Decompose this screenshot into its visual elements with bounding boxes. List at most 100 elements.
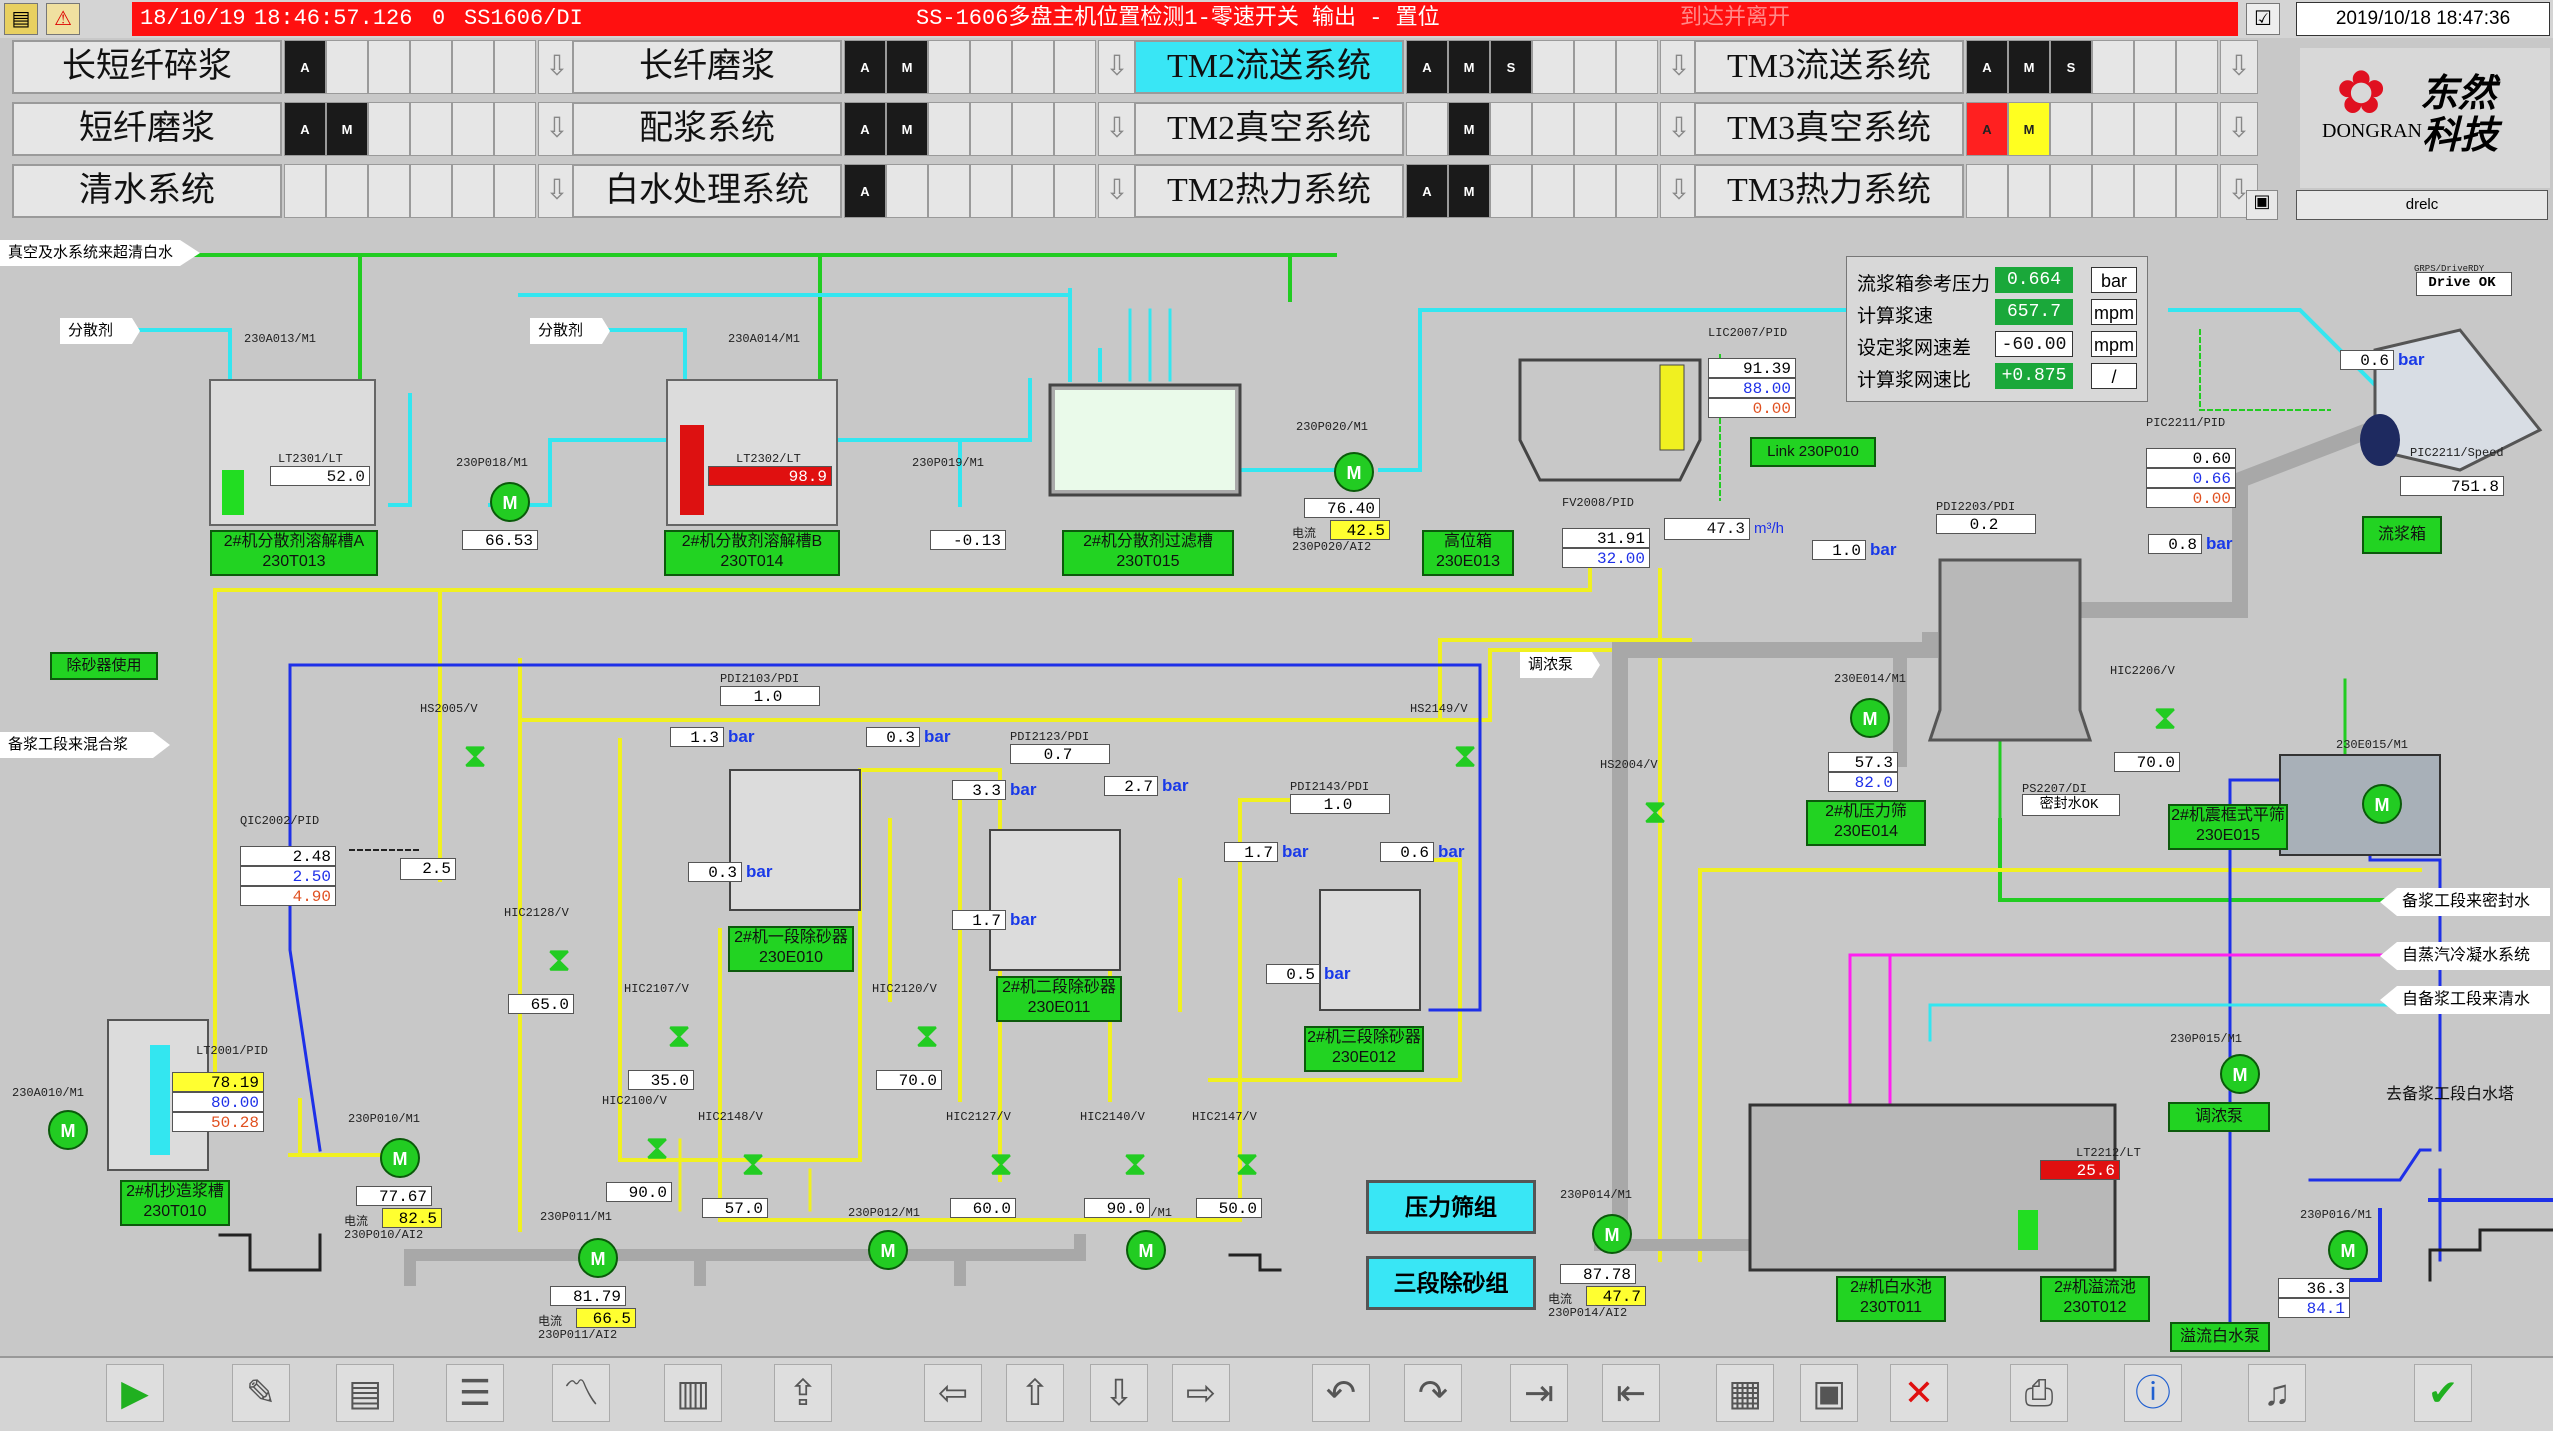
expand-arrow-icon[interactable]: ⇩ — [1098, 40, 1136, 94]
system-button[interactable]: TM2流送系统 — [1134, 40, 1404, 94]
valve-icon[interactable]: ⧗ — [1123, 1145, 1147, 1183]
expand-arrow-icon[interactable]: ⇩ — [1660, 40, 1698, 94]
motor-icon[interactable]: M — [578, 1238, 618, 1278]
source-label: 真空及水系统来超清白水 — [0, 240, 200, 266]
valve-icon[interactable]: ⧗ — [667, 1017, 691, 1055]
folder-icon[interactable]: ▤ — [4, 3, 38, 35]
notepad-icon[interactable]: ▤ — [336, 1364, 394, 1422]
expand-arrow-icon[interactable]: ⇩ — [1098, 102, 1136, 156]
valve-icon[interactable]: ⧗ — [463, 737, 487, 775]
system-button[interactable]: 长纤磨浆 — [572, 40, 842, 94]
motor-icon[interactable]: M — [1126, 1230, 1166, 1270]
undo-icon[interactable]: ↶ — [1312, 1364, 1370, 1422]
valve-icon[interactable]: ⧗ — [989, 1145, 1013, 1183]
equipment-shapes — [107, 328, 2543, 1272]
system-button[interactable]: 白水处理系统 — [572, 164, 842, 218]
save-icon[interactable]: ▣ — [1800, 1364, 1858, 1422]
play-icon[interactable]: ▶ — [106, 1364, 164, 1422]
equipment-label-p015[interactable]: 调浓泵 — [2168, 1102, 2270, 1132]
equipment-code: 230T015 — [1116, 553, 1180, 570]
thermometer-icon[interactable]: ▥ — [664, 1364, 722, 1422]
acknowledge-icon[interactable]: ✔ — [2414, 1364, 2472, 1422]
equipment-label-headbox[interactable]: 流浆箱 — [2362, 516, 2442, 554]
expand-arrow-icon[interactable]: ⇩ — [2220, 102, 2258, 156]
valve-icon[interactable]: ⧗ — [645, 1129, 669, 1167]
expand-arrow-icon[interactable]: ⇩ — [538, 164, 576, 218]
expand-arrow-icon[interactable]: ⇩ — [538, 40, 576, 94]
valve-icon[interactable]: ⧗ — [1453, 737, 1477, 775]
desander-use-indicator[interactable]: 除砂器使用 — [50, 652, 158, 680]
printer-icon[interactable]: ⎙ — [2010, 1364, 2068, 1422]
system-button[interactable]: TM2真空系统 — [1134, 102, 1404, 156]
system-button[interactable]: TM3流送系统 — [1694, 40, 1964, 94]
motor-icon[interactable]: M — [1334, 452, 1374, 492]
system-button[interactable]: 配浆系统 — [572, 102, 842, 156]
export-icon[interactable]: ⇪ — [774, 1364, 832, 1422]
motor-icon[interactable]: M — [1592, 1214, 1632, 1254]
back-icon[interactable]: ⇦ — [924, 1364, 982, 1422]
valve-icon[interactable]: ⧗ — [2153, 699, 2177, 737]
motor-icon[interactable]: M — [868, 1230, 908, 1270]
checklist-icon[interactable]: ☑ — [2246, 3, 2280, 35]
system-button[interactable]: TM3热力系统 — [1694, 164, 1964, 218]
warning-icon[interactable]: ⚠ — [46, 3, 80, 35]
logo-brand-en: DONGRAN — [2322, 120, 2422, 142]
system-button[interactable]: 清水系统 — [12, 164, 282, 218]
motor-icon[interactable]: M — [490, 482, 530, 522]
forward-icon[interactable]: ⇨ — [1172, 1364, 1230, 1422]
motor-icon[interactable]: M — [2328, 1230, 2368, 1270]
motor-icon[interactable]: M — [48, 1110, 88, 1150]
sound-icon[interactable]: ♫ — [2248, 1364, 2306, 1422]
expand-arrow-icon[interactable]: ⇩ — [538, 102, 576, 156]
valve-icon[interactable]: ⧗ — [1643, 793, 1667, 831]
expand-arrow-icon[interactable]: ⇩ — [1660, 102, 1698, 156]
desander-group-button[interactable]: 三段除砂组 — [1366, 1256, 1536, 1310]
equipment-label-p016[interactable]: 溢流白水泵 — [2170, 1322, 2270, 1352]
system-button[interactable]: TM2热力系统 — [1134, 164, 1404, 218]
report-icon[interactable]: ☰ — [446, 1364, 504, 1422]
screen-icon[interactable]: ▣ — [2246, 190, 2278, 220]
motor-icon[interactable]: M — [2362, 784, 2402, 824]
info-icon[interactable]: ⓘ — [2124, 1364, 2182, 1422]
expand-arrow-icon[interactable]: ⇩ — [2220, 40, 2258, 94]
wrench-icon[interactable]: ✎ — [232, 1364, 290, 1422]
mode-indicator — [494, 40, 536, 94]
system-button[interactable]: 长短纤碎浆 — [12, 40, 282, 94]
link-button[interactable]: Link 230P010 — [1750, 437, 1876, 467]
mode-indicator — [1616, 40, 1658, 94]
motor-icon[interactable]: M — [1850, 698, 1890, 738]
expand-arrow-icon[interactable]: ⇩ — [1098, 164, 1136, 218]
ref-value[interactable]: -60.00 — [1995, 331, 2073, 357]
login-icon[interactable]: ⇥ — [1510, 1364, 1568, 1422]
valve-icon[interactable]: ⧗ — [741, 1145, 765, 1183]
screen-group-button[interactable]: 压力筛组 — [1366, 1180, 1536, 1234]
valve-icon[interactable]: ⧗ — [915, 1017, 939, 1055]
folder-icon[interactable]: ▦ — [1716, 1364, 1774, 1422]
alarm-message-line[interactable]: 18/10/19 18:46:57.126 0 SS1606/DI SS-160… — [132, 2, 2238, 36]
up-icon[interactable]: ⇧ — [1006, 1364, 1064, 1422]
down-icon[interactable]: ⇩ — [1090, 1364, 1148, 1422]
delete-icon[interactable]: ✕ — [1890, 1364, 1948, 1422]
motor-icon[interactable]: M — [380, 1138, 420, 1178]
logout-icon[interactable]: ⇤ — [1602, 1364, 1660, 1422]
valve-icon[interactable]: ⧗ — [547, 941, 571, 979]
pressure-value: 1.3 — [670, 727, 724, 747]
motor-icon[interactable]: M — [2220, 1054, 2260, 1094]
redo-icon[interactable]: ↷ — [1404, 1364, 1462, 1422]
valve-icon[interactable]: ⧗ — [1235, 1145, 1259, 1183]
system-button[interactable]: TM3真空系统 — [1694, 102, 1964, 156]
trend-icon[interactable]: 〽 — [552, 1364, 610, 1422]
system-button[interactable]: 短纤磨浆 — [12, 102, 282, 156]
